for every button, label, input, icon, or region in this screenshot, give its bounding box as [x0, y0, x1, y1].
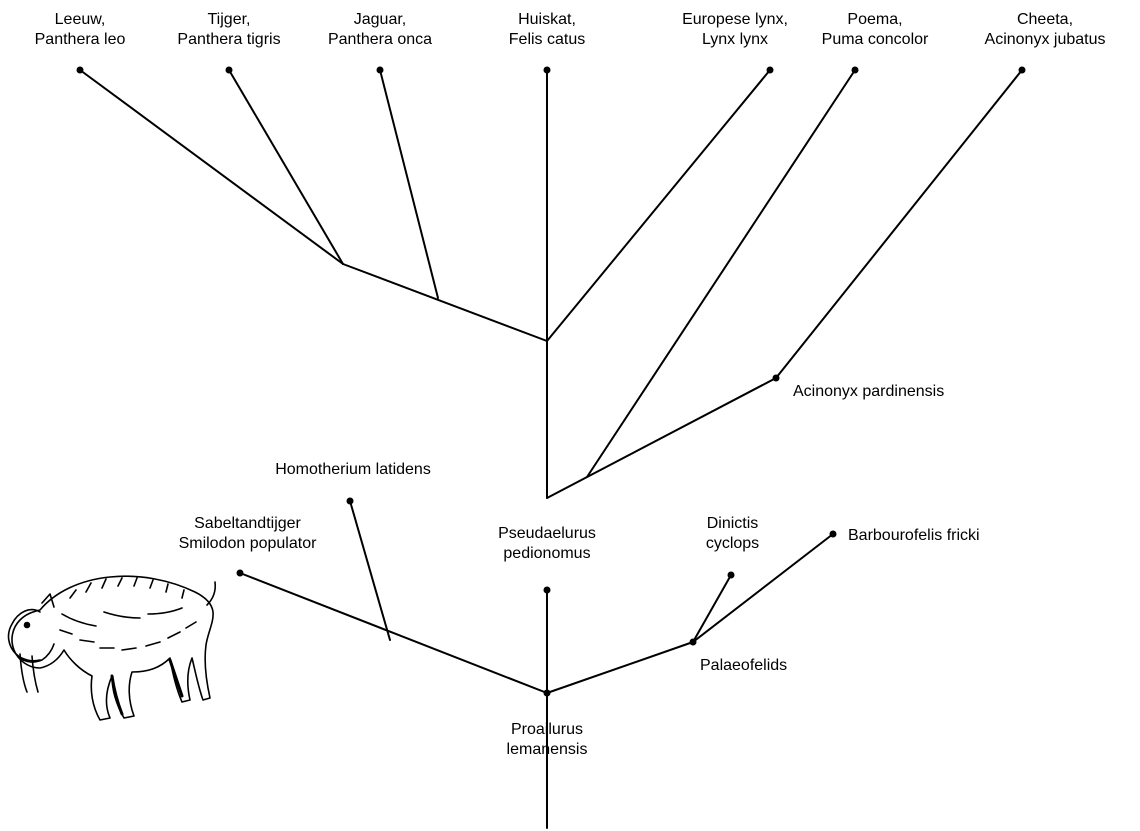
branch-smilodon — [239, 572, 548, 694]
label-tijger-common: Tijger, — [207, 11, 251, 28]
label-cheeta-scientific: Acinonyx jubatus — [984, 31, 1106, 48]
label-lynx-scientific: Lynx lynx — [701, 31, 769, 48]
node-dot-poema — [851, 66, 859, 74]
node-dot-leeuw — [76, 66, 84, 74]
label-pseudaelurus-genus: Pseudaelurus — [498, 525, 596, 542]
branch-cheeta — [775, 69, 1023, 379]
label-lynx: Europese lynx, Lynx lynx — [670, 10, 800, 50]
node-dot-cheeta — [1018, 66, 1026, 74]
label-tijger-scientific: Panthera tigris — [177, 31, 281, 48]
label-smilodon: Sabeltandtijger Smilodon populator — [165, 514, 330, 554]
label-homotherium: Homotherium latidens — [268, 460, 438, 480]
branch-homotherium — [349, 500, 391, 641]
label-proailurus: Proailurus lemanensis — [487, 720, 607, 760]
label-leeuw-scientific: Panthera leo — [34, 31, 126, 48]
branch-pseudaelurus-stem — [546, 377, 777, 499]
label-cheeta-common: Cheeta, — [1016, 11, 1074, 28]
branch-barbourofelis — [692, 533, 834, 643]
label-dinictis-species: cyclops — [705, 535, 760, 552]
label-huiskat: Huiskat, Felis catus — [497, 10, 597, 50]
label-cheeta: Cheeta, Acinonyx jubatus — [970, 10, 1120, 50]
label-barbourofelis: Barbourofelis fricki — [848, 526, 980, 546]
label-smilodon-scientific: Smilodon populator — [178, 535, 317, 552]
node-dot-tijger — [225, 66, 233, 74]
label-dinictis-genus: Dinictis — [706, 515, 759, 532]
label-smilodon-common: Sabeltandtijger — [194, 515, 301, 532]
node-dot-proailurus — [543, 689, 551, 697]
branch-panthera-stem — [342, 263, 548, 342]
label-pseudaelurus-species: pedionomus — [503, 545, 591, 562]
node-dot-pseudaelurus — [543, 586, 551, 594]
label-jaguar-scientific: Panthera onca — [327, 31, 433, 48]
label-lynx-common: Europese lynx, — [682, 11, 788, 28]
node-dot-jaguar — [376, 66, 384, 74]
node-dot-palaeofelids — [689, 638, 697, 646]
branch-palaeofelids — [546, 641, 694, 694]
label-jaguar-common: Jaguar, — [353, 11, 407, 28]
node-dot-smilodon — [236, 569, 244, 577]
branch-poema — [586, 69, 856, 478]
label-leeuw: Leeuw, Panthera leo — [30, 10, 130, 50]
label-acinonyx-pardinensis-text: Acinonyx pardinensis — [793, 383, 945, 400]
node-dot-acinonyx-pardinensis — [772, 374, 780, 382]
label-pseudaelurus: Pseudaelurus pedionomus — [482, 524, 612, 564]
node-dot-homotherium — [346, 497, 354, 505]
label-poema: Poema, Puma concolor — [810, 10, 940, 50]
label-jaguar: Jaguar, Panthera onca — [320, 10, 440, 50]
label-poema-scientific: Puma concolor — [821, 31, 929, 48]
label-tijger: Tijger, Panthera tigris — [164, 10, 294, 50]
label-dinictis: Dinictis cyclops — [690, 514, 775, 554]
sabretooth-illustration — [7, 575, 217, 721]
label-palaeofelids-text: Palaeofelids — [700, 657, 788, 674]
label-huiskat-scientific: Felis catus — [508, 31, 586, 48]
branch-dinictis — [692, 574, 732, 643]
label-huiskat-common: Huiskat, — [518, 11, 576, 28]
branch-leeuw — [79, 69, 344, 265]
label-homotherium-text: Homotherium latidens — [275, 461, 431, 478]
branch-jaguar — [379, 69, 439, 299]
node-dot-huiskat — [543, 66, 551, 74]
label-acinonyx-pardinensis: Acinonyx pardinensis — [793, 382, 944, 402]
label-barbourofelis-text: Barbourofelis fricki — [848, 527, 980, 544]
node-dot-barbourofelis — [829, 530, 837, 538]
branch-lynx — [546, 69, 771, 342]
label-poema-common: Poema, — [847, 11, 903, 28]
label-leeuw-common: Leeuw, — [54, 11, 106, 28]
branch-tijger — [228, 69, 344, 265]
node-dot-dinictis — [727, 571, 735, 579]
label-proailurus-species: lemanensis — [506, 741, 588, 758]
label-proailurus-genus: Proailurus — [510, 721, 584, 738]
node-dot-lynx — [766, 66, 774, 74]
label-palaeofelids: Palaeofelids — [700, 656, 787, 676]
